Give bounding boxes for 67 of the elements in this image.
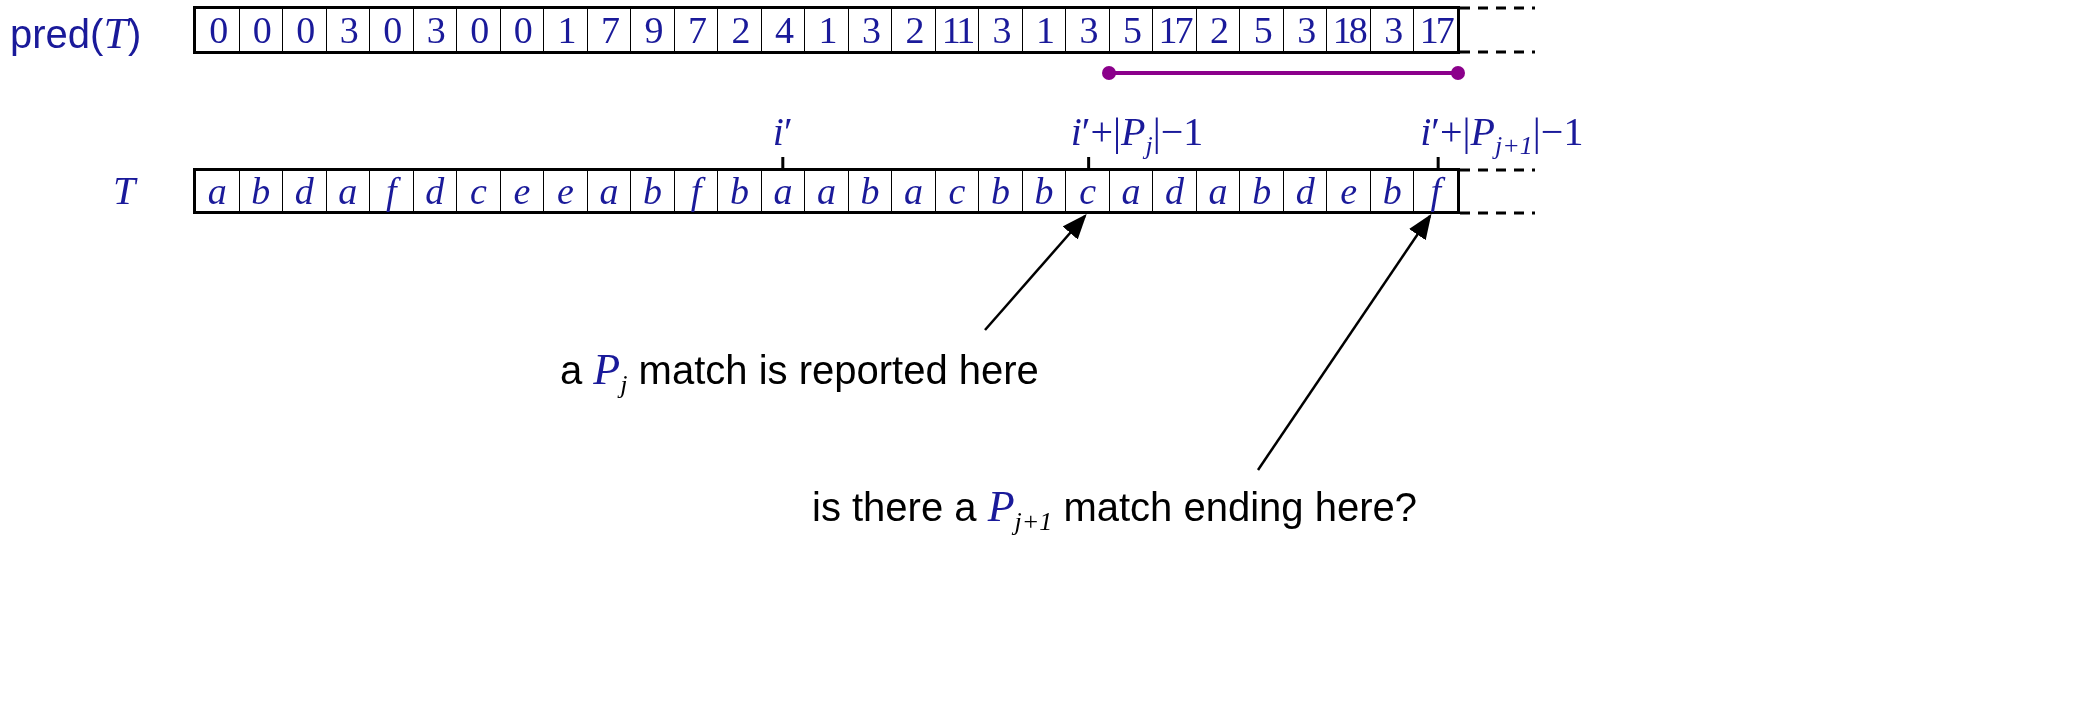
array-cell: 1 — [804, 9, 848, 51]
array-cell: e — [543, 171, 587, 211]
array-cell: d — [1152, 171, 1196, 211]
array-cell: 4 — [760, 9, 805, 51]
array-cell: 9 — [630, 9, 674, 51]
array-cell: 3 — [847, 9, 892, 51]
array-cell: 3 — [412, 9, 457, 51]
array-cell-text: 0 — [208, 9, 227, 51]
array-cell: f — [1413, 171, 1457, 211]
array-cell: 0 — [499, 9, 544, 51]
array-cell: 3 — [1369, 9, 1414, 51]
array-cell: 5 — [1108, 9, 1153, 51]
array-cell: 1 — [1021, 9, 1066, 51]
array-cell: 0 — [238, 9, 283, 51]
row-label: pred(T) — [10, 12, 142, 56]
array-cell: 7 — [673, 9, 718, 51]
index-label: i′ — [772, 112, 793, 152]
array-cell: b — [630, 171, 674, 211]
array-cell: a — [1195, 171, 1240, 211]
array-cell: b — [238, 171, 283, 211]
array-cell: 3 — [325, 9, 370, 51]
array-cell: a — [760, 171, 805, 211]
array-cell-text: a — [206, 171, 228, 211]
callout-text: is there a P$_{j+1}$ match ending here? — [812, 485, 1417, 535]
array-cell: b — [1021, 171, 1066, 211]
array-cell: 5 — [1239, 9, 1283, 51]
array-cell: a — [586, 171, 631, 211]
array-cell: b — [978, 171, 1022, 211]
index-label: i′+|P$_{j+1}$|−1 — [1420, 112, 1584, 159]
array-cell: a — [804, 171, 848, 211]
array-cell: a — [325, 171, 370, 211]
array-cell: e — [1326, 171, 1370, 211]
array-cell: f — [369, 171, 413, 211]
callout-text: a P$_{j}$ match is reported here — [560, 348, 1039, 398]
array-cell: 1 — [543, 9, 587, 51]
array-cell: 0 — [369, 9, 413, 51]
array-cell: d — [282, 171, 326, 211]
row-label: T — [113, 171, 136, 211]
array-cell: b — [717, 171, 761, 211]
array-cell: f — [673, 171, 718, 211]
array-cell: c — [456, 171, 500, 211]
array-cell: 18 — [1326, 9, 1370, 51]
array-cell: 3 — [978, 9, 1022, 51]
array-cell: 0 — [456, 9, 500, 51]
array-cell: a — [891, 171, 935, 211]
array-cell: a — [1108, 171, 1153, 211]
array-cell: b — [1239, 171, 1283, 211]
array-cell: 17 — [1152, 9, 1196, 51]
arrow — [1256, 213, 1432, 471]
array-cell: 2 — [1195, 9, 1240, 51]
array-cell: 17 — [1413, 9, 1457, 51]
array-cell: c — [1065, 171, 1109, 211]
arrow — [984, 214, 1087, 331]
array-cell: b — [1369, 171, 1414, 211]
array-cell: 7 — [586, 9, 631, 51]
array-cell: 3 — [1282, 9, 1327, 51]
array-cell: 0 — [282, 9, 326, 51]
index-label: i′+|P$_{j}$|−1 — [1070, 112, 1204, 159]
array-cell: d — [412, 171, 457, 211]
array-cell: 11 — [934, 9, 979, 51]
array-cell: b — [847, 171, 892, 211]
array-cell: c — [934, 171, 979, 211]
array-cell: 2 — [717, 9, 761, 51]
array-cell: d — [1282, 171, 1327, 211]
array-cell: 2 — [891, 9, 935, 51]
array-cell: e — [499, 171, 544, 211]
array-cell: 3 — [1065, 9, 1109, 51]
